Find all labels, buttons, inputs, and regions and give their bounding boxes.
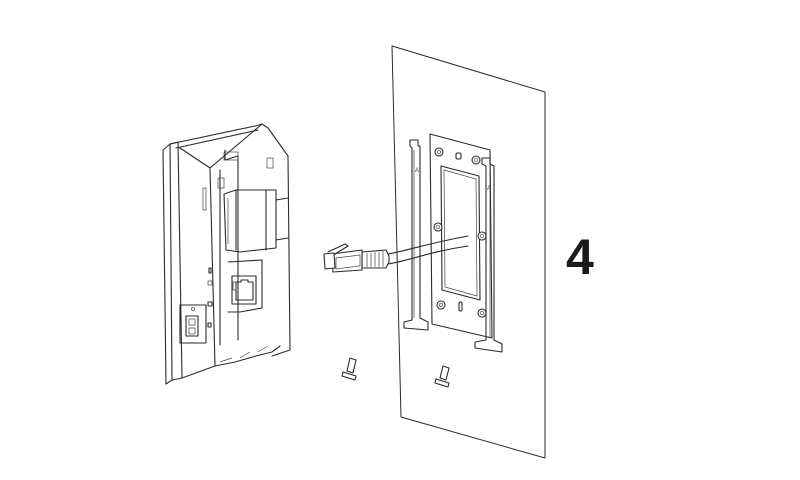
svg-text:A: A [415,168,419,174]
svg-text:A: A [487,186,491,192]
wall-panel [391,45,546,459]
screw-left [341,357,357,381]
screw-right [434,365,450,388]
rj45-port [231,275,257,305]
step-number: 4 [566,229,594,285]
device-back-panel [162,123,291,385]
power-terminal [179,304,207,344]
ethernet-cable [323,235,469,273]
bracket-screw-icons [433,147,487,318]
mounting-bracket: A A [403,133,503,353]
